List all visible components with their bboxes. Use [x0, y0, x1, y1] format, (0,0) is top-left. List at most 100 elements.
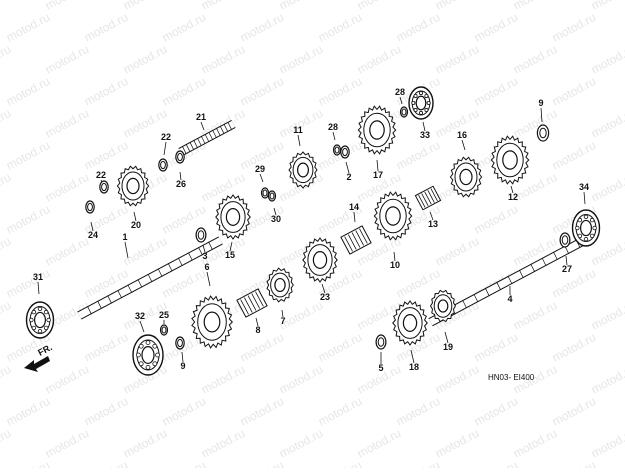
watermark-text: motod.ru [472, 10, 520, 45]
watermark-text: motod.ru [82, 330, 130, 365]
watermark-text: motod.ru [160, 10, 208, 45]
part-label: 31 [33, 272, 43, 282]
part-26-shape [175, 150, 185, 164]
watermark-text: motod.ru [472, 202, 520, 237]
watermark-text: motod.ru [82, 394, 130, 429]
watermark-text: motod.ru [160, 458, 208, 468]
watermark-text: motod.ru [550, 10, 598, 45]
part-label: 3 [202, 251, 207, 261]
watermark-text: motod.ru [316, 138, 364, 173]
part-5-shape [375, 334, 387, 350]
part-22-leader [100, 179, 103, 183]
part-11-leader [297, 134, 301, 147]
watermark-text: motod.ru [511, 0, 559, 13]
part-27-leader [565, 255, 568, 266]
part-21-leader [200, 121, 205, 131]
part-23-leader [321, 283, 326, 294]
watermark-text: motod.ru [277, 426, 325, 461]
part-label: 30 [271, 214, 281, 224]
watermark-text: motod.ru [4, 394, 52, 429]
part-label: 27 [562, 264, 572, 274]
watermark-text: motod.ru [0, 362, 13, 397]
watermark-text: motod.ru [238, 458, 286, 468]
watermark-text: motod.ru [472, 74, 520, 109]
watermark-text: motod.ru [277, 106, 325, 141]
part-label: 22 [96, 170, 106, 180]
part-17-leader [376, 159, 379, 172]
part-29-shape [260, 187, 270, 199]
part-24-shape [85, 200, 95, 214]
watermark-text: motod.ru [43, 0, 91, 13]
part-34-shape [571, 209, 601, 247]
watermark-text: motod.ru [433, 0, 481, 13]
watermark-text: motod.ru [199, 42, 247, 77]
watermark-text: motod.ru [0, 170, 13, 205]
watermark-text: motod.ru [4, 138, 52, 173]
watermark-text: motod.ru [316, 330, 364, 365]
part-label: 12 [508, 192, 518, 202]
watermark-text: motod.ru [4, 10, 52, 45]
part-label: 25 [159, 310, 169, 320]
watermark-text: motod.ru [550, 458, 598, 468]
part-15-leader [229, 241, 233, 252]
watermark-text: motod.ru [433, 362, 481, 397]
part-30-leader [273, 207, 277, 216]
watermark-text: motod.ru [511, 42, 559, 77]
part-10-shape [373, 191, 413, 241]
part-31-shape [25, 301, 55, 339]
part-7-shape [266, 267, 294, 303]
part-28-shape [399, 106, 409, 118]
watermark-text: motod.ru [589, 106, 625, 141]
watermark-text: motod.ru [43, 106, 91, 141]
part-label: 4 [507, 294, 512, 304]
part-22-leader [163, 141, 167, 156]
part-19-shape [429, 289, 457, 323]
watermark-text: motod.ru [121, 0, 169, 13]
watermark-text: motod.ru [394, 394, 442, 429]
part-label: 19 [443, 342, 453, 352]
diagram-code: HN03- EI400 [488, 373, 535, 382]
watermark-text: motod.ru [355, 426, 403, 461]
watermark-text: motod.ru [316, 394, 364, 429]
part-label: 29 [255, 164, 265, 174]
part-26-leader [179, 171, 182, 181]
watermark-text: motod.ru [589, 0, 625, 13]
part-14-leader [353, 211, 356, 223]
watermark-text: motod.ru [316, 74, 364, 109]
watermark-text: motod.ru [121, 234, 169, 269]
part-9-leader [181, 351, 184, 363]
watermark-text: motod.ru [82, 10, 130, 45]
part-2-leader [345, 161, 350, 174]
part-1-shape [77, 236, 223, 320]
watermark-text: motod.ru [277, 362, 325, 397]
part-8-shape [236, 288, 268, 318]
watermark-text: motod.ru [355, 42, 403, 77]
watermark-text: motod.ru [0, 234, 13, 269]
part-label: 17 [373, 170, 383, 180]
watermark-text: motod.ru [550, 394, 598, 429]
part-29-leader [259, 173, 264, 183]
watermark-text: motod.ru [199, 0, 247, 13]
part-33-leader [422, 121, 426, 132]
watermark-text: motod.ru [238, 330, 286, 365]
watermark-text: motod.ru [199, 362, 247, 397]
watermark-text: motod.ru [82, 74, 130, 109]
part-3-shape [195, 227, 207, 243]
part-19-leader [444, 331, 449, 344]
part-6-shape [191, 295, 234, 349]
part-31-leader [37, 281, 40, 295]
watermark-text: motod.ru [589, 42, 625, 77]
part-label: 6 [204, 262, 209, 272]
part-34-leader [583, 191, 586, 205]
part-label: 16 [457, 130, 467, 140]
part-10-leader [393, 251, 396, 262]
watermark-text: motod.ru [472, 458, 520, 468]
part-9-shape [536, 124, 550, 142]
part-20-leader [133, 211, 137, 222]
part-label: 10 [390, 260, 400, 270]
part-7-leader [281, 309, 284, 318]
part-label: 7 [280, 316, 285, 326]
watermark-text: motod.ru [550, 330, 598, 365]
